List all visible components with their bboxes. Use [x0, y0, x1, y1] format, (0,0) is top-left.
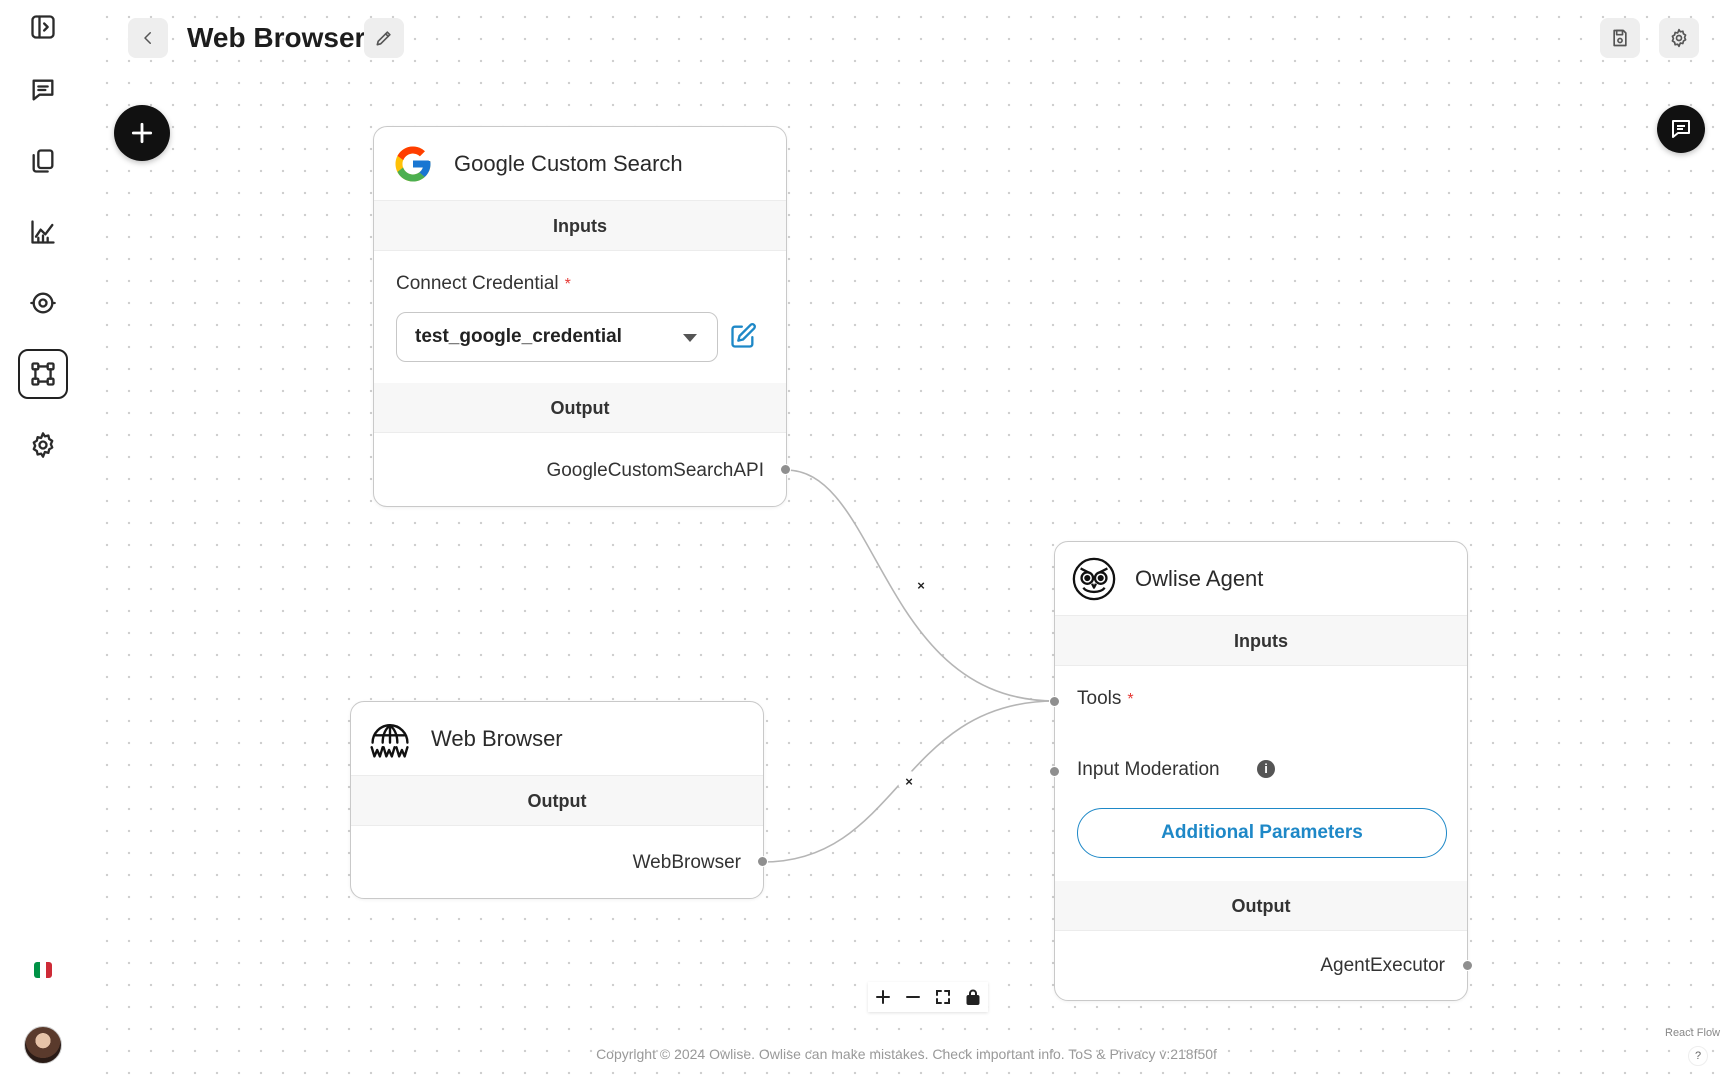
save-button[interactable]	[1600, 18, 1640, 58]
save-icon	[1613, 29, 1627, 47]
chat-icon	[32, 79, 54, 101]
sidebar-item-flows[interactable]	[18, 349, 68, 399]
chat-icon	[1672, 120, 1690, 138]
tools-label-row: Tools *	[1077, 688, 1134, 710]
gear-icon	[1671, 28, 1687, 48]
gear-icon	[32, 432, 54, 458]
input-moderation-label: Input Moderation	[1077, 759, 1220, 780]
node-title: Owlise Agent	[1135, 565, 1264, 591]
chat-button[interactable]	[1657, 105, 1705, 153]
sidebar-item-toggle[interactable]	[18, 2, 68, 52]
react-flow-attribution[interactable]: React Flow	[1665, 1027, 1721, 1039]
node-header[interactable]: Web Browser	[351, 702, 763, 776]
credential-label-row: Connect Credential *	[396, 273, 571, 295]
help-button[interactable]: ?	[1688, 1046, 1708, 1066]
edit-title-button[interactable]	[364, 18, 404, 58]
back-button[interactable]	[128, 18, 168, 58]
minus-icon	[906, 996, 920, 998]
credential-select-value: test_google_credential	[415, 326, 622, 347]
page-title: Web Browser	[187, 22, 366, 53]
edit-icon	[731, 323, 756, 348]
lock-icon	[966, 989, 980, 1005]
edit-credential-button[interactable]	[726, 319, 760, 353]
edge-delete-button-web[interactable]: ×	[898, 771, 920, 793]
fit-view-button[interactable]	[928, 982, 958, 1012]
user-avatar[interactable]	[24, 1026, 62, 1064]
output-handle-web-browser[interactable]	[757, 856, 768, 867]
credential-select[interactable]: test_google_credential	[396, 312, 718, 362]
plus-icon	[876, 990, 890, 1004]
language-flag[interactable]	[34, 962, 52, 978]
info-icon[interactable]: i	[1257, 760, 1275, 778]
www-globe-icon	[367, 716, 413, 762]
output-anchor-label: AgentExecutor	[1320, 955, 1445, 976]
chevron-left-icon	[144, 32, 151, 44]
owl-logo-icon	[1071, 556, 1117, 602]
left-sidebar	[0, 0, 88, 1080]
tools-label: Tools	[1077, 688, 1122, 709]
fit-view-icon	[936, 990, 950, 1004]
flow-icon	[31, 362, 55, 386]
flow-settings-button[interactable]	[1659, 18, 1699, 58]
node-owlise-agent[interactable]: Owlise Agent Inputs Tools * Input Moderat…	[1054, 541, 1468, 1001]
zoom-out-button[interactable]	[898, 982, 928, 1012]
node-title: Google Custom Search	[454, 150, 683, 176]
edge-delete-button-google[interactable]: ×	[910, 575, 932, 597]
output-section-header: Output	[374, 383, 786, 433]
add-node-button[interactable]	[114, 105, 170, 161]
footer-text: Copyright © 2024 Owlise. Owlise can make…	[596, 1046, 1217, 1062]
google-logo-icon	[390, 141, 436, 187]
lock-button[interactable]	[958, 982, 988, 1012]
inputs-section: Connect Credential * test_google_credenti…	[374, 251, 786, 383]
output-section-header: Output	[351, 776, 763, 826]
sidebar-item-monitoring[interactable]	[18, 278, 68, 328]
input-handle-moderation[interactable]	[1049, 766, 1060, 777]
node-google-custom-search[interactable]: Google Custom Search Inputs Connect Cred…	[373, 126, 787, 507]
chevron-down-icon	[683, 334, 697, 342]
moderation-label-row: Input Moderation	[1077, 759, 1220, 781]
required-marker: *	[1127, 691, 1134, 708]
sidebar-item-documents[interactable]	[18, 136, 68, 186]
node-title: Web Browser	[431, 725, 563, 751]
input-handle-tools[interactable]	[1049, 696, 1060, 707]
additional-parameters-button[interactable]: Additional Parameters	[1077, 808, 1447, 858]
output-anchor-label: GoogleCustomSearchAPI	[546, 460, 764, 481]
node-header[interactable]: Google Custom Search	[374, 127, 786, 201]
inputs-section: Tools * Input Moderation i Additional Par…	[1055, 666, 1467, 881]
output-anchor-label: WebBrowser	[632, 852, 741, 873]
zoom-in-button[interactable]	[868, 982, 898, 1012]
chart-icon	[31, 220, 55, 244]
required-marker: *	[564, 276, 571, 293]
sidebar-item-analytics[interactable]	[18, 207, 68, 257]
edge-google-to-tools[interactable]	[785, 469, 1056, 702]
output-handle-google[interactable]	[780, 464, 791, 475]
output-handle-agent[interactable]	[1462, 960, 1473, 971]
output-section-header: Output	[1055, 881, 1467, 931]
inputs-section-header: Inputs	[374, 201, 786, 251]
inputs-section-header: Inputs	[1055, 616, 1467, 666]
documents-icon	[32, 149, 54, 173]
sidebar-item-settings[interactable]	[18, 420, 68, 470]
credential-label: Connect Credential	[396, 273, 559, 294]
node-header[interactable]: Owlise Agent	[1055, 542, 1467, 616]
pencil-icon	[376, 31, 391, 46]
sidebar-item-chats[interactable]	[18, 65, 68, 115]
target-icon	[30, 292, 56, 314]
sidebar-toggle-icon	[31, 15, 55, 39]
node-web-browser[interactable]: Web Browser Output WebBrowser	[350, 701, 764, 899]
canvas-controls	[868, 982, 988, 1012]
plus-icon	[131, 122, 153, 144]
